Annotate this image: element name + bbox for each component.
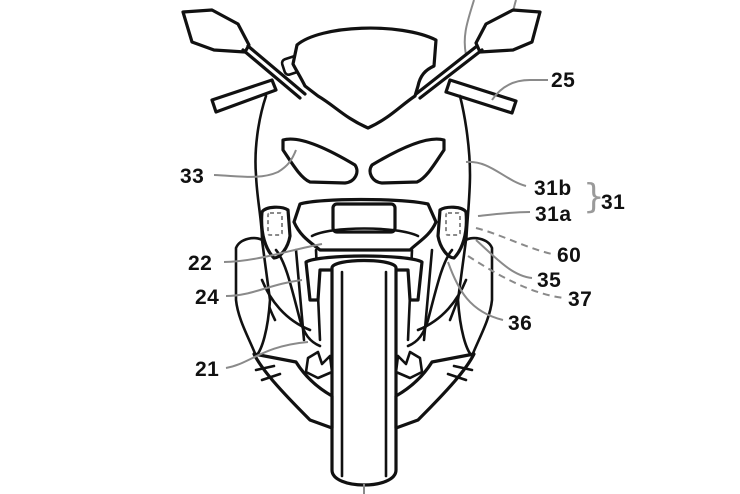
ref-label-22: 22: [188, 252, 213, 275]
ref-label-35: 35: [537, 269, 562, 292]
ref-label-31: 31: [601, 191, 626, 214]
leader-31b: [465, 160, 527, 187]
left-peg: [254, 364, 282, 382]
ref-label-33: 33: [180, 165, 205, 188]
right-mirror: [414, 8, 542, 100]
ref-label-24: 24: [195, 286, 220, 309]
left-side-panel: [234, 236, 272, 358]
ref-label-31b: 31b: [534, 177, 572, 200]
ref-label-25: 25: [551, 69, 576, 92]
right-inner-fairing: [406, 248, 454, 348]
turn-signal-left: [260, 205, 292, 260]
ref-label-31a: 31a: [535, 203, 572, 226]
leader-25: [491, 79, 548, 101]
right-handlebar: [444, 78, 518, 115]
leader-35: [475, 239, 533, 279]
caliper-left: [304, 350, 334, 380]
turn-signal-right: [436, 205, 468, 260]
leader-60: [475, 227, 553, 255]
caliper-right: [394, 350, 424, 380]
ref-label-37: 37: [568, 288, 593, 311]
leader-31a: [477, 211, 531, 217]
left-handlebar: [210, 78, 278, 114]
leader-24: [225, 279, 303, 297]
ref-label-21: 21: [195, 358, 220, 381]
leader-37: [467, 255, 565, 299]
leader-36: [447, 261, 504, 321]
left-mirror: [181, 8, 307, 100]
group-brace-31: }: [583, 177, 605, 217]
front-tire: [330, 258, 398, 487]
leader-21: [225, 341, 309, 369]
left-inner-fairing: [274, 248, 322, 348]
ref-label-60: 60: [557, 244, 582, 267]
headlight-left: [281, 137, 359, 185]
ref-label-36: 36: [508, 312, 533, 335]
windscreen: [291, 26, 438, 130]
right-peg: [446, 364, 474, 382]
headlight-right: [368, 137, 446, 185]
fork-bridge: [310, 227, 420, 238]
upper-cowl-center: [331, 202, 397, 234]
lower-fairing-left: [252, 352, 334, 430]
right-side-panel: [456, 236, 494, 358]
leader-33: [213, 149, 297, 178]
leader-top-left: [463, 0, 475, 56]
leader-22: [223, 243, 323, 263]
lower-fairing-right: [394, 352, 476, 430]
